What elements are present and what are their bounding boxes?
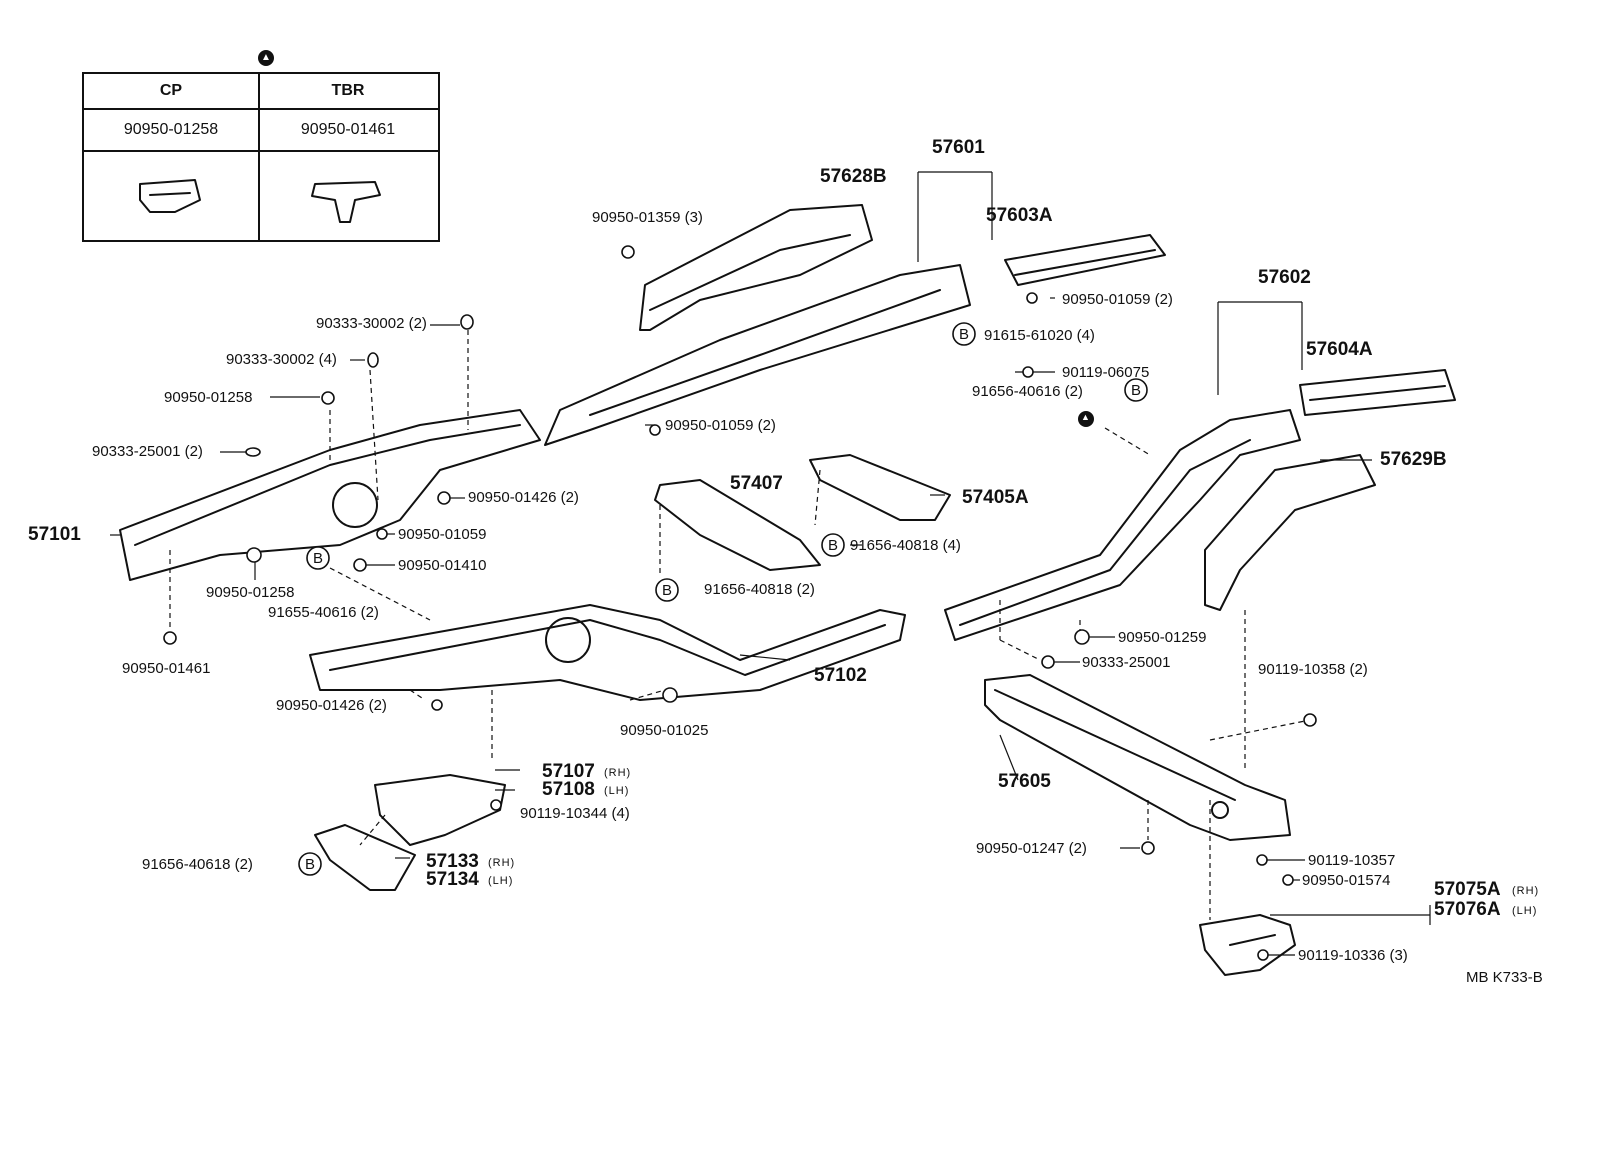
legend-col-cp: CP	[159, 82, 183, 99]
label-57629B: 57629B	[1380, 449, 1447, 470]
ref-b-marker: B	[313, 550, 324, 567]
part-57601-outline	[544, 264, 971, 446]
label-90950-01574: 90950-01574	[1302, 872, 1391, 889]
part-57407-outline	[654, 479, 821, 571]
label-91656-40618: 91656-40618 (2)	[142, 856, 253, 873]
label-57134-lh: (LH)	[488, 875, 514, 887]
label-90119-06075: 90119-06075	[1062, 364, 1150, 381]
label-57102: 57102	[814, 665, 867, 686]
label-91615-61020: 91615-61020 (4)	[984, 327, 1095, 344]
part-57602-outline	[944, 409, 1301, 641]
part-57603A-outline	[1004, 234, 1166, 286]
label-90950-01410: 90950-01410	[398, 557, 487, 574]
ref-b-marker: B	[662, 582, 673, 599]
label-57076A-lh: (LH)	[1512, 905, 1538, 917]
part-57629B-outline	[1204, 454, 1376, 611]
label-57101: 57101	[28, 524, 81, 545]
label-91656-40818-a: 91656-40818 (4)	[850, 537, 961, 554]
ref-b-marker: B	[305, 856, 316, 873]
ref-b-marker: B	[828, 537, 839, 554]
label-90119-10357: 90119-10357	[1308, 852, 1396, 869]
label-91655-40616: 91655-40616 (2)	[268, 604, 379, 621]
label-90950-01059-b: 90950-01059	[398, 526, 487, 543]
label-57108: 57108	[542, 779, 595, 800]
legend-cp-part: 90950-01258	[123, 121, 219, 138]
label-57076A: 57076A	[1434, 899, 1501, 920]
label-91656-40818-b: 91656-40818 (2)	[704, 581, 815, 598]
label-90333-25001-b: 90333-25001	[1082, 654, 1171, 671]
label-57133-rh: (RH)	[488, 857, 516, 869]
label-57133: 57133	[426, 851, 479, 872]
label-57075A: 57075A	[1434, 879, 1501, 900]
legend-marker-icon: ▲	[258, 50, 274, 66]
label-57075A-rh: (RH)	[1512, 885, 1540, 897]
label-57605: 57605	[998, 771, 1051, 792]
ref-b-marker: B	[959, 326, 970, 343]
part-57628B-outline	[639, 204, 873, 331]
legend-table: CP TBR 90950-01258 90950-01461	[82, 72, 440, 242]
label-90950-01059-a: 90950-01059 (2)	[1062, 291, 1173, 308]
part-57405A-outline	[809, 454, 951, 521]
part-57075A-outline	[1199, 914, 1296, 976]
label-90950-01426-b: 90950-01426 (2)	[276, 697, 387, 714]
label-90950-01025: 90950-01025	[620, 722, 709, 739]
label-90333-30002-b: 90333-30002 (4)	[226, 351, 337, 368]
label-90119-10358: 90119-10358 (2)	[1258, 661, 1368, 678]
legend-tbr-part: 90950-01461	[300, 121, 396, 138]
cp-clip-icon	[139, 179, 201, 213]
label-90119-10344: 90119-10344 (4)	[520, 805, 630, 822]
ref-b-marker: B	[1131, 382, 1142, 399]
label-57107-rh: (RH)	[604, 767, 632, 779]
label-57604A: 57604A	[1306, 339, 1373, 360]
label-57108-lh: (LH)	[604, 785, 630, 797]
part-57133-outline	[314, 824, 416, 891]
label-90950-01258-b: 90950-01258	[206, 584, 295, 601]
part-57605-outline	[984, 674, 1291, 841]
label-90950-01359: 90950-01359 (3)	[592, 209, 703, 226]
label-91656-40616: 91656-40616 (2)	[972, 383, 1083, 400]
label-90950-01247: 90950-01247 (2)	[976, 840, 1087, 857]
label-90333-30002-a: 90333-30002 (2)	[316, 315, 427, 332]
tbr-clip-icon	[311, 181, 381, 223]
part-57604A-outline	[1299, 369, 1456, 416]
label-90119-10336: 90119-10336 (3)	[1298, 947, 1408, 964]
part-57101-outline	[119, 409, 541, 581]
label-57405A: 57405A	[962, 487, 1029, 508]
label-90950-01426-a: 90950-01426 (2)	[468, 489, 579, 506]
label-57134: 57134	[426, 869, 479, 890]
part-57102-outline	[309, 604, 906, 701]
label-90950-01258-a: 90950-01258	[164, 389, 253, 406]
diagram-code: MB K733-B	[1466, 969, 1543, 986]
label-57603A: 57603A	[986, 205, 1053, 226]
label-90950-01461: 90950-01461	[122, 660, 211, 677]
ref-a-marker: ▲	[1081, 412, 1090, 422]
label-57602: 57602	[1258, 267, 1311, 288]
label-90333-25001-a: 90333-25001 (2)	[92, 443, 203, 460]
label-57628B: 57628B	[820, 166, 887, 187]
label-90950-01059-c: 90950-01059 (2)	[665, 417, 776, 434]
label-57107: 57107	[542, 761, 595, 782]
label-90950-01259: 90950-01259	[1118, 629, 1207, 646]
label-57407: 57407	[730, 473, 783, 494]
part-57107-outline	[374, 774, 506, 846]
legend-col-tbr: TBR	[331, 82, 365, 99]
label-57601: 57601	[932, 137, 985, 158]
